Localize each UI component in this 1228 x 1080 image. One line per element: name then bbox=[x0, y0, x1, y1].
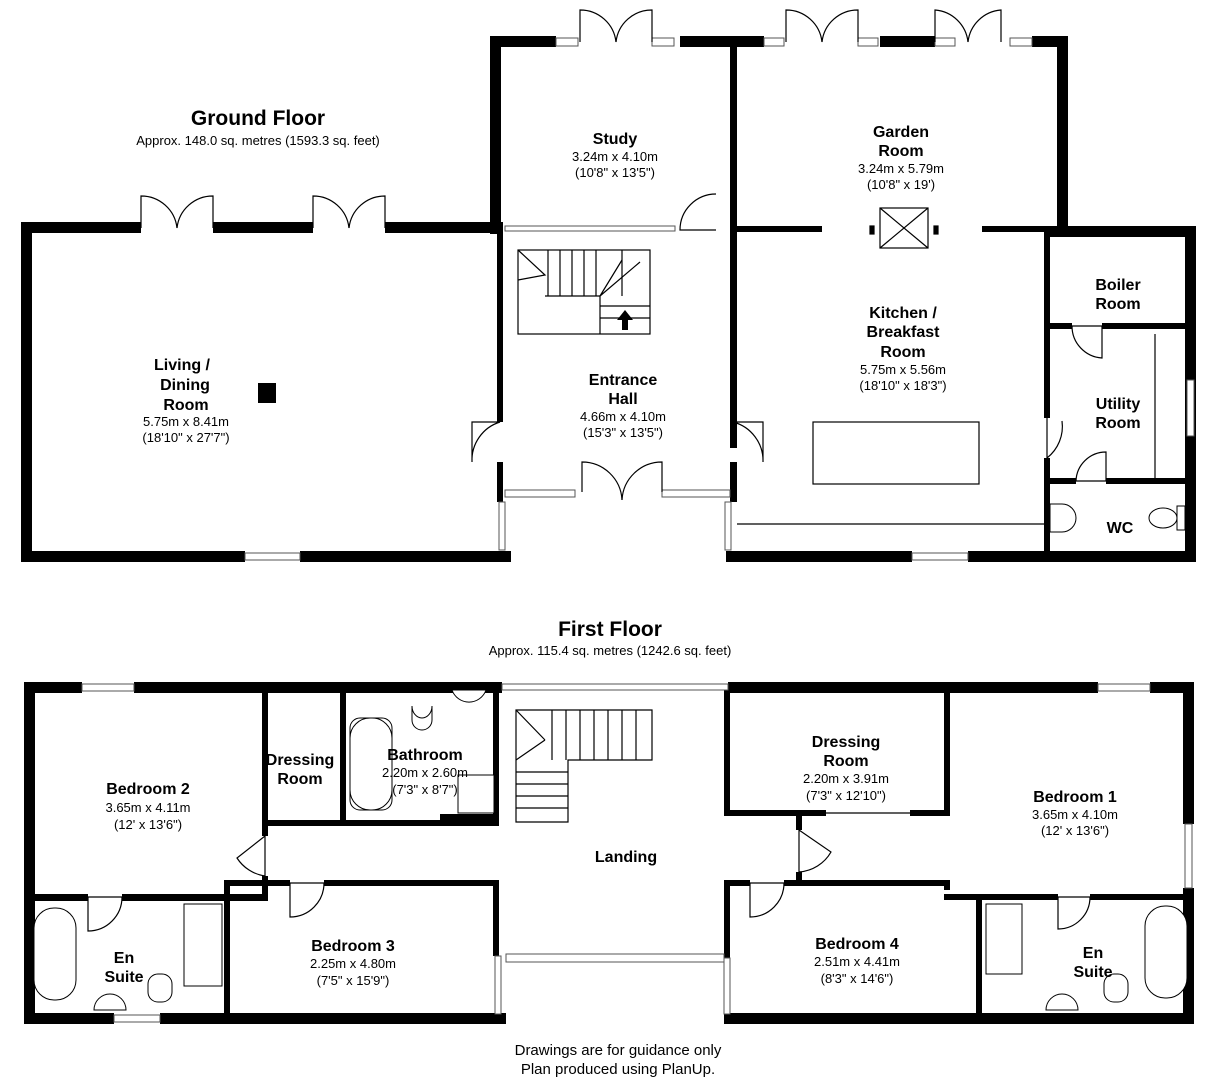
svg-text:Kitchen /: Kitchen / bbox=[869, 305, 937, 322]
skylight-icon bbox=[869, 207, 939, 249]
ground-floor-title: Ground Floor bbox=[191, 107, 325, 130]
kitchen-island bbox=[812, 421, 980, 485]
svg-text:WC: WC bbox=[1107, 520, 1134, 537]
svg-text:5.75m x 8.41m: 5.75m x 8.41m bbox=[143, 414, 229, 429]
first-stairs bbox=[515, 709, 653, 823]
svg-text:Bedroom 2: Bedroom 2 bbox=[106, 781, 190, 798]
svg-text:(12' x 13'6"): (12' x 13'6") bbox=[1041, 823, 1109, 838]
svg-text:Room: Room bbox=[277, 771, 322, 788]
svg-text:Room: Room bbox=[823, 753, 868, 770]
room-bedroom-1: Bedroom 1 3.65m x 4.10m (12' x 13'6") bbox=[1032, 789, 1118, 838]
wc-fixtures bbox=[1049, 503, 1186, 533]
ground-floor-doors bbox=[140, 9, 1156, 525]
first-floor-title: First Floor bbox=[558, 618, 662, 641]
svg-text:3.65m x 4.10m: 3.65m x 4.10m bbox=[1032, 807, 1118, 822]
svg-text:Hall: Hall bbox=[608, 391, 637, 408]
room-kitchen: Kitchen / Breakfast Room 5.75m x 5.56m (… bbox=[859, 305, 946, 393]
svg-text:(10'8" x 13'5"): (10'8" x 13'5") bbox=[575, 165, 655, 180]
svg-text:Room: Room bbox=[163, 397, 208, 414]
room-ensuite-left: En Suite bbox=[104, 950, 143, 986]
svg-text:Suite: Suite bbox=[104, 969, 143, 986]
room-garden: Garden Room 3.24m x 5.79m (10'8" x 19') bbox=[858, 124, 944, 192]
svg-text:Utility: Utility bbox=[1096, 396, 1141, 413]
svg-text:Breakfast: Breakfast bbox=[867, 324, 941, 341]
svg-text:(18'10" x 27'7"): (18'10" x 27'7") bbox=[142, 430, 229, 445]
room-wc: WC bbox=[1107, 520, 1134, 537]
svg-text:2.20m x 2.60m: 2.20m x 2.60m bbox=[382, 765, 468, 780]
svg-text:Garden: Garden bbox=[873, 124, 929, 141]
svg-text:Room: Room bbox=[1095, 296, 1140, 313]
room-study: Study 3.24m x 4.10m (10'8" x 13'5") bbox=[572, 131, 658, 180]
ground-stairs bbox=[517, 249, 651, 335]
ensuite-left-fixtures bbox=[33, 903, 223, 1011]
svg-text:(7'5" x 15'9"): (7'5" x 15'9") bbox=[317, 973, 390, 988]
svg-text:Dressing: Dressing bbox=[812, 734, 880, 751]
svg-text:Room: Room bbox=[1095, 415, 1140, 432]
svg-text:Dining: Dining bbox=[160, 377, 210, 394]
svg-text:3.24m x 5.79m: 3.24m x 5.79m bbox=[858, 161, 944, 176]
footer-disclaimer: Drawings are for guidance only bbox=[515, 1042, 722, 1059]
room-utility: Utility Room bbox=[1095, 396, 1140, 432]
svg-text:Living /: Living / bbox=[154, 357, 211, 374]
svg-text:Study: Study bbox=[593, 131, 638, 148]
svg-text:(12' x 13'6"): (12' x 13'6") bbox=[114, 817, 182, 832]
svg-text:Bedroom 4: Bedroom 4 bbox=[815, 936, 899, 953]
first-floor-doors bbox=[87, 812, 1091, 932]
room-bedroom-2: Bedroom 2 3.65m x 4.11m (12' x 13'6") bbox=[105, 781, 190, 832]
room-dressing-right: Dressing Room 2.20m x 3.91m (7'3" x 12'1… bbox=[803, 734, 889, 803]
room-bedroom-4: Bedroom 4 2.51m x 4.41m (8'3" x 14'6") bbox=[814, 936, 900, 986]
living-room-chimney bbox=[258, 383, 276, 403]
footer-credit: Plan produced using PlanUp. bbox=[521, 1061, 715, 1078]
svg-text:En: En bbox=[114, 950, 134, 967]
svg-text:2.20m x 3.91m: 2.20m x 3.91m bbox=[803, 771, 889, 786]
room-dressing-left: Dressing Room bbox=[266, 752, 334, 788]
svg-text:Room: Room bbox=[880, 344, 925, 361]
svg-text:Room: Room bbox=[878, 143, 923, 160]
room-landing: Landing bbox=[595, 849, 657, 866]
svg-text:3.65m x 4.11m: 3.65m x 4.11m bbox=[105, 800, 190, 815]
svg-text:Boiler: Boiler bbox=[1095, 277, 1140, 294]
svg-text:(18'10" x 18'3"): (18'10" x 18'3") bbox=[859, 378, 946, 393]
svg-text:(7'3" x 12'10"): (7'3" x 12'10") bbox=[806, 788, 886, 803]
ground-floor-windows bbox=[244, 37, 1195, 561]
svg-text:Landing: Landing bbox=[595, 849, 657, 866]
svg-text:Bedroom 3: Bedroom 3 bbox=[311, 938, 395, 955]
bathroom-fixtures bbox=[349, 689, 495, 814]
svg-text:Dressing: Dressing bbox=[266, 752, 334, 769]
svg-text:(10'8" x 19'): (10'8" x 19') bbox=[867, 177, 935, 192]
room-living: Living / Dining Room 5.75m x 8.41m (18'1… bbox=[142, 357, 229, 445]
room-entrance-hall: Entrance Hall 4.66m x 4.10m (15'3" x 13'… bbox=[580, 372, 666, 440]
room-boiler: Boiler Room bbox=[1095, 277, 1140, 313]
svg-text:Entrance: Entrance bbox=[589, 372, 658, 389]
ensuite-right-fixtures bbox=[985, 903, 1188, 1011]
svg-text:Bedroom 1: Bedroom 1 bbox=[1033, 789, 1117, 806]
svg-text:Suite: Suite bbox=[1073, 964, 1112, 981]
svg-text:4.66m x 4.10m: 4.66m x 4.10m bbox=[580, 409, 666, 424]
ground-floor-area: Approx. 148.0 sq. metres (1593.3 sq. fee… bbox=[136, 133, 380, 148]
first-floor-windows bbox=[81, 683, 1193, 1023]
svg-text:Bathroom: Bathroom bbox=[387, 747, 463, 764]
stairs-up-arrow-icon bbox=[617, 310, 633, 330]
first-floor-walls bbox=[24, 682, 1194, 1024]
svg-text:2.25m x 4.80m: 2.25m x 4.80m bbox=[310, 956, 396, 971]
svg-text:2.51m x 4.41m: 2.51m x 4.41m bbox=[814, 954, 900, 969]
svg-text:(15'3" x 13'5"): (15'3" x 13'5") bbox=[583, 425, 663, 440]
first-floor-area: Approx. 115.4 sq. metres (1242.6 sq. fee… bbox=[489, 643, 732, 658]
room-bedroom-3: Bedroom 3 2.25m x 4.80m (7'5" x 15'9") bbox=[310, 938, 396, 988]
svg-text:(7'3" x 8'7"): (7'3" x 8'7") bbox=[392, 782, 458, 797]
svg-text:3.24m x 4.10m: 3.24m x 4.10m bbox=[572, 149, 658, 164]
room-ensuite-right: En Suite bbox=[1073, 945, 1112, 981]
svg-text:En: En bbox=[1083, 945, 1103, 962]
svg-text:(8'3" x 14'6"): (8'3" x 14'6") bbox=[821, 971, 894, 986]
svg-text:5.75m x 5.56m: 5.75m x 5.56m bbox=[860, 362, 946, 377]
room-bathroom: Bathroom 2.20m x 2.60m (7'3" x 8'7") bbox=[382, 747, 468, 797]
